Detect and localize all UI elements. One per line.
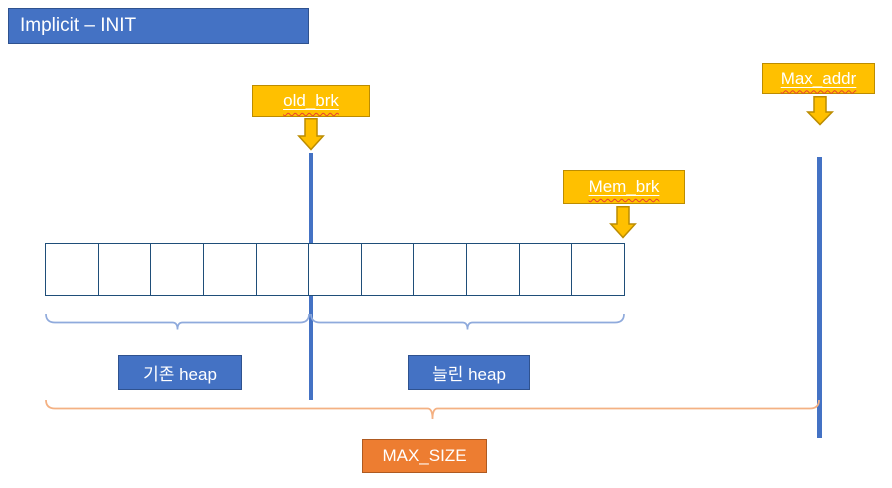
existing-heap-brace: [45, 313, 310, 330]
heap-cell: [414, 244, 468, 295]
heap-cell: [151, 244, 204, 295]
heap-cell: [46, 244, 99, 295]
title-box: Implicit – INIT: [8, 8, 309, 44]
heap-cell-row: [45, 243, 625, 296]
page-title: Implicit – INIT: [20, 15, 137, 36]
old-brk-down-arrow-icon: [297, 118, 325, 151]
max-size-label: MAX_SIZE: [382, 446, 467, 465]
heap-cell: [204, 244, 257, 295]
old-brk-label-box: old_brk: [252, 85, 370, 117]
mem-brk-label-box: Mem_brk: [563, 170, 685, 204]
old-brk-label: old_brk: [283, 91, 339, 110]
heap-cell: [362, 244, 415, 295]
mem-brk-down-arrow-icon: [609, 206, 637, 239]
expanded-heap-label: 늘린 heap: [432, 365, 506, 384]
mem-brk-label: Mem_brk: [588, 177, 660, 196]
heap-cell: [572, 244, 624, 295]
heap-cell: [99, 244, 152, 295]
heap-cell: [309, 244, 362, 295]
expanded-heap-brace: [310, 313, 625, 330]
heap-cell: [257, 244, 310, 295]
max-size-label-box: MAX_SIZE: [362, 439, 487, 473]
existing-heap-label-box: 기존 heap: [118, 355, 242, 390]
heap-cell: [520, 244, 573, 295]
max-addr-label-box: Max_addr: [762, 63, 875, 94]
max-addr-down-arrow-icon: [805, 96, 835, 126]
heap-cell: [467, 244, 520, 295]
existing-heap-label: 기존 heap: [143, 365, 217, 384]
max-size-brace: [45, 399, 820, 420]
max-addr-pointer-line: [817, 157, 822, 438]
max-addr-label: Max_addr: [780, 68, 857, 88]
expanded-heap-label-box: 늘린 heap: [408, 355, 530, 390]
